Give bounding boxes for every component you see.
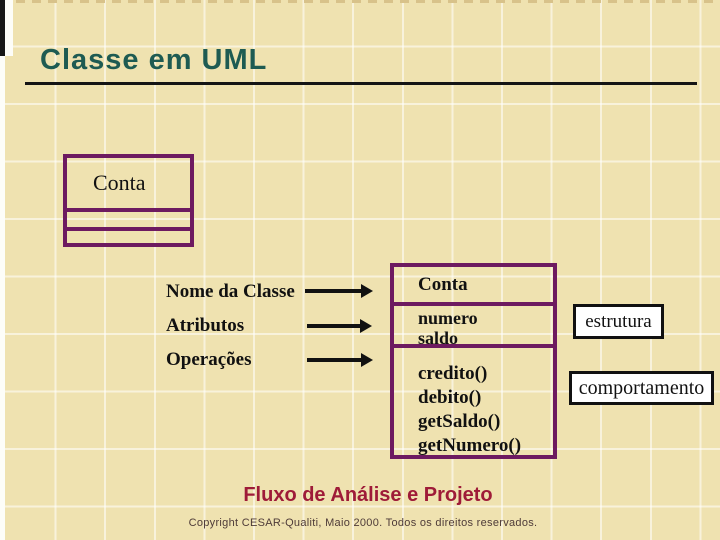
- copyright-text: Copyright CESAR-Qualiti, Maio 2000. Todo…: [188, 517, 538, 529]
- uml-operation: getSaldo(): [418, 411, 501, 432]
- callout-comportamento-label: comportamento: [578, 376, 705, 399]
- uml-operation: credito(): [418, 363, 488, 384]
- right-arrow-icon: [307, 353, 373, 367]
- callout-comportamento: comportamento: [569, 371, 714, 405]
- mini-class-operations-compartment: [67, 231, 190, 243]
- uml-class-operations-compartment: credito() debito() getSaldo() getNumero(…: [394, 348, 553, 458]
- left-edge-black-strip: [0, 0, 5, 56]
- label-attributes: Atributos: [166, 315, 245, 336]
- footer-title: Fluxo de Análise e Projeto: [243, 484, 493, 506]
- right-arrow-icon: [307, 319, 372, 333]
- callout-estrutura-label: estrutura: [585, 310, 652, 332]
- callout-estrutura: estrutura: [573, 304, 664, 339]
- left-edge-white-strip: [0, 0, 5, 540]
- mini-class-name: Conta: [93, 170, 146, 195]
- uml-class-name-compartment: Conta: [394, 267, 553, 306]
- uml-class-box: Conta numero saldo credito() debito() ge…: [390, 263, 557, 459]
- right-arrow-icon: [305, 284, 373, 298]
- label-class-name: Nome da Classe: [166, 281, 295, 302]
- mini-class-attributes-compartment: [67, 212, 190, 231]
- uml-attribute: numero: [418, 308, 478, 328]
- uml-class-attributes-compartment: numero saldo: [394, 306, 553, 348]
- left-edge-white-strip-top: [5, 0, 13, 56]
- uml-attribute: saldo: [418, 328, 459, 348]
- top-dashed-border: [0, 0, 720, 3]
- title-underline: [25, 82, 697, 85]
- uml-operation: debito(): [418, 387, 482, 408]
- uml-class-name: Conta: [418, 273, 468, 295]
- uml-mini-class-box: Conta: [63, 154, 194, 247]
- mini-class-name-compartment: Conta: [67, 158, 190, 212]
- slide-title: Classe em UML: [40, 44, 268, 76]
- label-operations: Operações: [166, 349, 252, 370]
- uml-operation: getNumero(): [418, 435, 522, 456]
